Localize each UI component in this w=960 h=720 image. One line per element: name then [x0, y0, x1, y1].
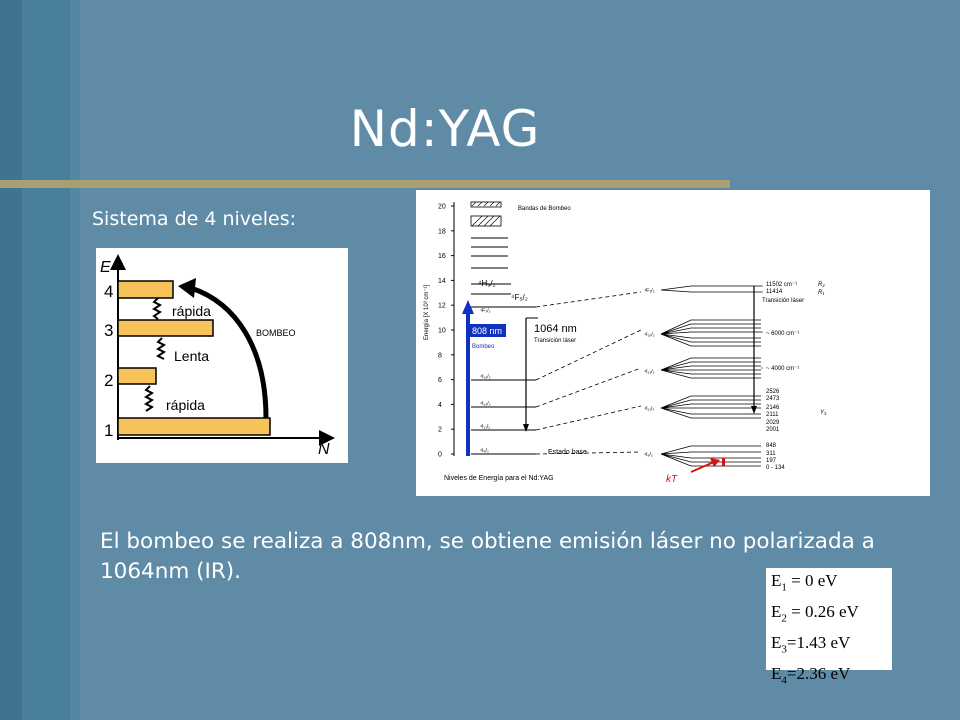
level-value: 0 - 134: [766, 465, 785, 471]
energy-level-line: E2 = 0.26 eV: [771, 601, 859, 625]
level-value: 311: [766, 451, 776, 457]
y-tick-label: 12: [438, 303, 446, 310]
level-value: 2146: [766, 405, 780, 411]
decay-arrow: [152, 297, 162, 320]
laser-transition-label: Transición láser: [534, 338, 576, 344]
laser-transition-right: Transición láser: [762, 298, 804, 304]
level-label: ⁴H₉/₂: [478, 279, 496, 288]
level-value: ~ 6000 cm⁻¹: [766, 331, 799, 337]
y-tick-label: 18: [438, 228, 446, 235]
level-value: 2001: [766, 427, 780, 433]
level-value: 11414: [766, 289, 783, 295]
y-tick-label: 0: [438, 452, 442, 459]
level-value: 11502 cm⁻¹: [766, 282, 797, 288]
y-axis-label: Energía [X 10³ cm⁻¹]: [424, 284, 430, 340]
pump-label: BOMBEO: [256, 328, 296, 338]
diagram-caption: Niveles de Energía para el Nd:YAG: [444, 475, 554, 482]
energy-level-line: E1 = 0 eV: [771, 571, 838, 594]
slow-decay-label: Lenta: [174, 348, 209, 364]
level-label: ⁴I₁₃/₂: [644, 369, 655, 375]
level-label: ⁴F₃/₂: [644, 288, 655, 294]
level-label: ⁴I₁₃/₂: [480, 401, 491, 407]
subtitle: Sistema de 4 niveles:: [92, 208, 297, 230]
y-tick-label: 20: [438, 204, 446, 211]
y-tick-label: 14: [438, 278, 446, 285]
level-value: 2473: [766, 396, 780, 402]
level-label: ⁴I₉/₂: [644, 452, 653, 458]
level-label: ⁴I₁₁/₂: [480, 424, 490, 430]
energy-level-line: E4=2.36 eV: [771, 663, 851, 687]
axis-n-label: N: [318, 441, 330, 458]
level-number: 4: [104, 282, 113, 301]
level-value: 2029: [766, 420, 780, 426]
pump-wavelength: 808 nm: [472, 326, 502, 336]
energy-level-line: E3=1.43 eV: [771, 632, 851, 656]
kt-arrow: [690, 461, 715, 473]
level-number: 1: [104, 421, 113, 440]
y-tick-label: 4: [438, 402, 442, 409]
pump-808-arrowhead: [462, 300, 474, 314]
level-label: ⁴I₁₅/₂: [644, 332, 655, 338]
level-number: 2: [104, 371, 113, 390]
y-tick-label: 16: [438, 253, 446, 260]
r-label: R₂: [818, 282, 825, 288]
slide-title: Nd:YAG: [349, 100, 541, 158]
level-bar-4: [117, 280, 174, 299]
pump-arrowhead: [178, 278, 196, 298]
title-underline: [0, 180, 730, 188]
kt-label: kT: [666, 474, 678, 485]
axis-e-label: E: [100, 259, 111, 276]
level-value: ~ 4000 cm⁻¹: [766, 366, 799, 372]
pump-label: Bombeo: [472, 344, 495, 350]
background-stripe: [22, 0, 70, 720]
nd-yag-energy-diagram: 0 2 4 6 8 10 12 14 16 18 20 Energía [X 10³ cm⁻¹] B…: [416, 190, 930, 496]
decay-arrow: [144, 385, 154, 412]
level-number: 3: [104, 321, 113, 340]
y-tick-label: 10: [438, 328, 446, 335]
pump-arrow: [190, 285, 269, 419]
level-value: 2111: [766, 412, 779, 418]
r-label: Y₃: [820, 410, 827, 416]
level-label: ⁴I₁₁/₂: [644, 406, 654, 412]
level-label: ⁴I₁₅/₂: [480, 374, 491, 380]
level-bar-2: [117, 367, 157, 385]
level-value: 848: [766, 443, 777, 449]
y-tick-label: 8: [438, 352, 442, 359]
laser-wavelength: 1064 nm: [534, 323, 577, 335]
level-label: ⁴I₉/₂: [480, 448, 489, 454]
level-bar-1: [117, 417, 271, 436]
level-value: 2526: [766, 389, 780, 395]
level-label: ⁴F₃/₂: [480, 308, 491, 314]
decay-arrow: [156, 337, 166, 360]
y-tick-label: 2: [438, 427, 442, 434]
y-tick-label: 6: [438, 377, 442, 384]
fast-decay-label: rápida: [172, 303, 211, 319]
level-label: ⁴F₅/₂: [511, 293, 528, 302]
energy-levels-box: E1 = 0 eV E2 = 0.26 eV E3=1.43 eV E4=2.36 e…: [766, 568, 892, 686]
four-level-diagram: E N 4 3 2 1 BOMBEO rápida Lenta rápida: [96, 248, 348, 463]
ground-state-label: Estado base: [548, 449, 587, 456]
body-text: El bombeo se realiza a 808nm, se obtiene…: [100, 529, 875, 584]
background-stripe: [70, 0, 80, 720]
fast-decay-label: rápida: [166, 397, 205, 413]
pump-bands-label: Bandas de Bombeo: [518, 206, 571, 212]
level-value: 197: [766, 458, 777, 464]
level-bar-3: [117, 319, 214, 337]
r-label: R₁: [818, 290, 824, 296]
